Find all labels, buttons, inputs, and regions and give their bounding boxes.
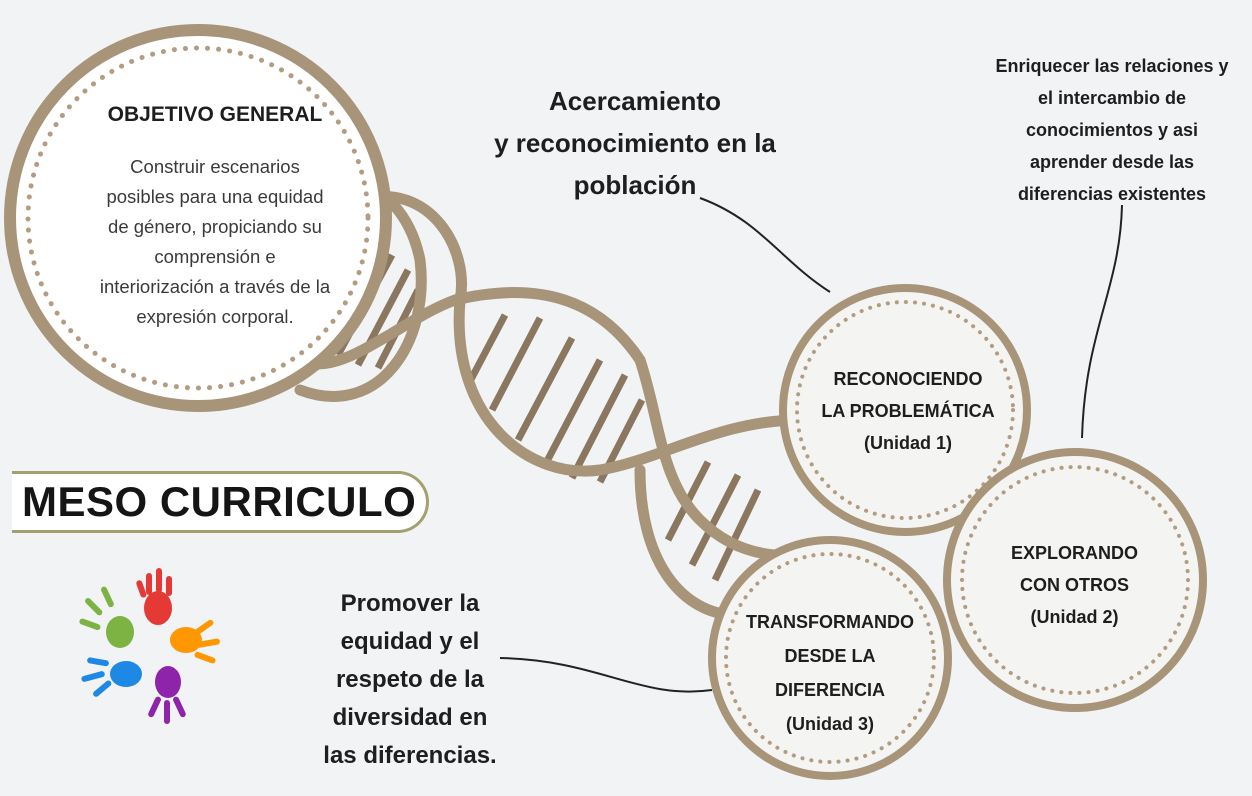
unit-circle-1 bbox=[779, 284, 1031, 536]
objective-circle bbox=[4, 24, 392, 412]
callout-acercamiento: Acercamiento y reconocimiento en la pobl… bbox=[455, 80, 815, 206]
unit-line: (Unidad 2) bbox=[1030, 607, 1119, 627]
connector-enriquecer bbox=[1081, 204, 1123, 439]
callout-line: y reconocimiento en la bbox=[494, 128, 776, 158]
callout-line: el intercambio de bbox=[1037, 88, 1187, 108]
unit-circle-3 bbox=[708, 536, 952, 780]
meso-badge bbox=[12, 471, 429, 533]
unit-2-label: EXPLORANDO CON OTROS (Unidad 2) bbox=[972, 537, 1177, 633]
callout-line: aprender desde las bbox=[1029, 152, 1195, 172]
callout-line: Promover la bbox=[340, 590, 480, 617]
callout-line: equidad y el bbox=[340, 628, 480, 655]
callout-line: respeto de la bbox=[335, 666, 485, 693]
callout-line: diferencias existentes bbox=[1017, 184, 1207, 204]
unit-3-label: TRANSFORMANDO DESDE LA DIFERENCIA (Unida… bbox=[725, 605, 935, 741]
meso-badge-label: MESO CURRICULO bbox=[22, 478, 417, 525]
hands-circle-icon bbox=[79, 568, 220, 724]
objective-line: expresión corporal. bbox=[136, 306, 294, 327]
callout-line: Enriquecer las relaciones y bbox=[995, 56, 1229, 76]
unit-line: DIFERENCIA bbox=[774, 680, 885, 700]
objective-line: Construir escenarios bbox=[130, 156, 300, 177]
callout-line: conocimientos y asi bbox=[1025, 120, 1199, 140]
callout-promover: Promover la equidad y el respeto de la d… bbox=[300, 585, 520, 775]
objective-line: comprensión e bbox=[154, 246, 276, 267]
objective-body: Construir escenarios posibles para una e… bbox=[55, 152, 375, 332]
unit-line: RECONOCIENDO bbox=[833, 369, 983, 389]
callout-line: Acercamiento bbox=[549, 86, 721, 116]
unit-1-label: RECONOCIENDO LA PROBLEMÁTICA (Unidad 1) bbox=[808, 363, 1008, 459]
unit-line: LA PROBLEMÁTICA bbox=[821, 401, 995, 421]
unit-line: (Unidad 1) bbox=[864, 433, 952, 453]
unit-line: (Unidad 3) bbox=[786, 714, 874, 734]
callout-line: población bbox=[573, 170, 697, 200]
objective-line: posibles para una equidad bbox=[106, 186, 324, 207]
callout-enriquecer: Enriquecer las relaciones y el intercamb… bbox=[972, 50, 1252, 210]
callout-line: diversidad en bbox=[332, 704, 488, 731]
unit-circle-2 bbox=[943, 448, 1207, 712]
objective-line: de género, propiciando su bbox=[108, 216, 322, 237]
objective-title: OBJETIVO GENERAL bbox=[107, 103, 323, 126]
unit-line: CON OTROS bbox=[1019, 575, 1129, 595]
unit-line: TRANSFORMANDO bbox=[746, 612, 914, 632]
unit-line: EXPLORANDO bbox=[1010, 543, 1138, 563]
objective-line: interiorización a través de la bbox=[99, 276, 331, 297]
connector-lines bbox=[499, 197, 1123, 693]
callout-line: las diferencias. bbox=[323, 742, 497, 769]
connector-promover bbox=[499, 657, 713, 693]
unit-line: DESDE LA bbox=[784, 646, 876, 666]
connector-acercamiento bbox=[699, 197, 831, 293]
